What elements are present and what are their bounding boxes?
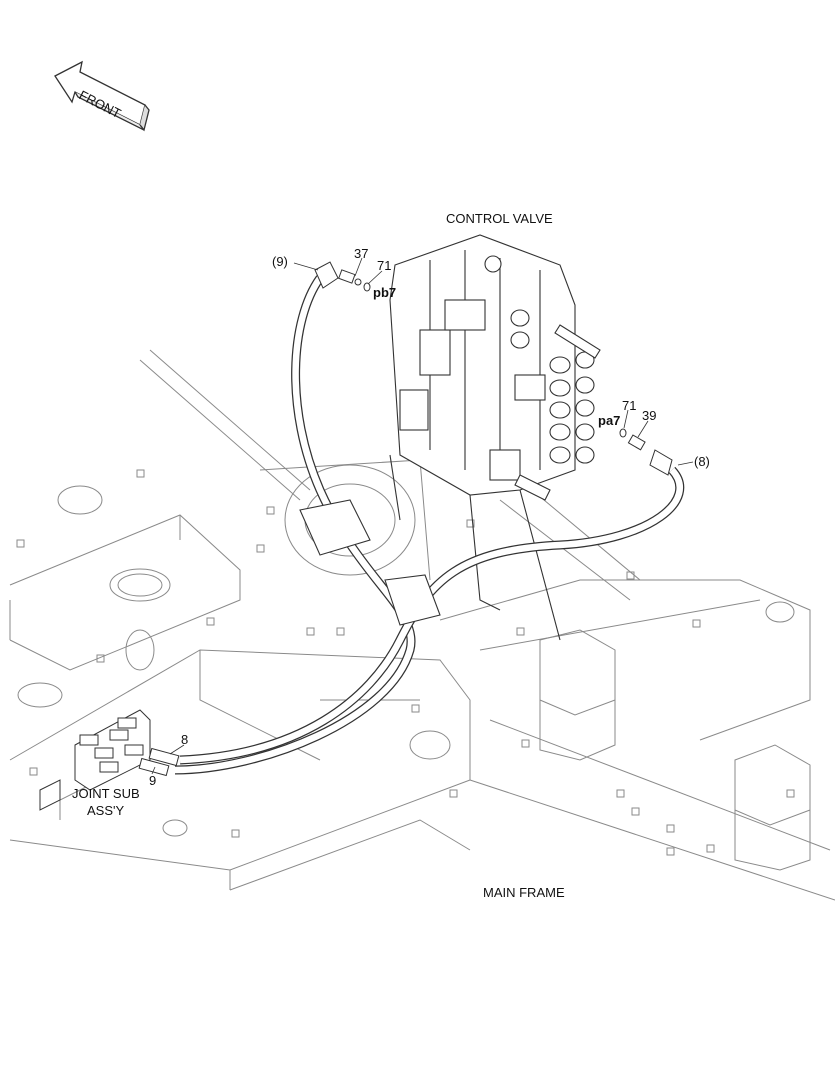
callout-hose-8-ref: (8) <box>694 454 710 469</box>
hose-clamp-bracket <box>299 499 441 626</box>
joint-sub-assembly <box>39 709 151 811</box>
hose-9 <box>174 275 416 775</box>
callout-part-71-top: 71 <box>377 258 391 273</box>
callout-part-71-right: 71 <box>622 398 636 413</box>
fitting-37 <box>314 261 362 289</box>
callout-port-pa7: pa7 <box>598 413 620 428</box>
callout-part-8: 8 <box>181 732 188 747</box>
callout-leaders <box>151 257 694 775</box>
joint-sub-label-line2: ASS'Y <box>87 803 124 818</box>
hose-8 <box>179 466 685 765</box>
o-ring-71-right <box>619 428 627 438</box>
control-valve-label: CONTROL VALVE <box>446 211 553 226</box>
o-ring-71-top <box>363 282 371 292</box>
front-arrow <box>54 60 150 132</box>
callout-port-pb7: pb7 <box>373 285 396 300</box>
callout-hose-9-ref: (9) <box>272 254 288 269</box>
fitting-39 <box>627 434 673 476</box>
callout-part-39: 39 <box>642 408 656 423</box>
control-valve <box>389 234 601 641</box>
joint-sub-label-line1: JOINT SUB <box>72 786 140 801</box>
callout-part-37: 37 <box>354 246 368 261</box>
main-frame-label: MAIN FRAME <box>483 885 565 900</box>
callout-part-9: 9 <box>149 773 156 788</box>
